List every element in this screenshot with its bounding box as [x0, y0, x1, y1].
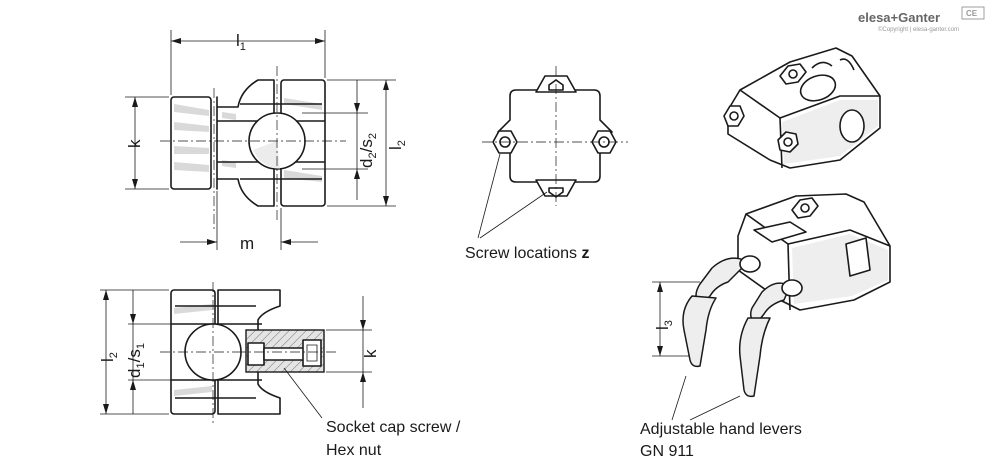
- brand-logo: elesa+Ganter ©Copyright | elesa-ganter.c…: [858, 6, 985, 33]
- dim-l1: l1: [236, 31, 246, 53]
- caption-screw-locations: Screw locations z: [465, 245, 590, 262]
- hand-lever-right: [738, 279, 803, 398]
- dim-l2-bottom: l2: [98, 352, 120, 362]
- caption-gn-911: GN 911: [640, 443, 694, 460]
- svg-text:elesa+Ganter: elesa+Ganter: [858, 10, 940, 25]
- top-view-screw-locations: [477, 66, 628, 239]
- svg-text:©Copyright | elesa-ganter.com: ©Copyright | elesa-ganter.com: [878, 26, 959, 33]
- caption-socket-cap-screw: Socket cap screw /: [326, 419, 461, 436]
- dim-k-top: k: [125, 139, 144, 148]
- caption-adjustable-hand-levers: Adjustable hand levers: [640, 421, 802, 438]
- isometric-clamp-lower: [737, 193, 891, 311]
- dim-l3: l3: [653, 320, 675, 330]
- dim-m: m: [240, 234, 254, 253]
- front-view-top: [125, 30, 396, 250]
- dim-k-bottom: k: [361, 349, 380, 358]
- dim-d2-s2: d2/s2: [357, 133, 379, 168]
- isometric-clamp-upper: [723, 47, 881, 169]
- front-view-bottom: [100, 282, 372, 424]
- dim-l2-top: l2: [386, 140, 408, 150]
- caption-hex-nut: Hex nut: [326, 442, 382, 459]
- dim-l3-lines: [652, 281, 741, 421]
- svg-text:CE: CE: [966, 9, 978, 18]
- dim-d1-s1: d1/s1: [125, 343, 147, 378]
- hand-lever-left: [682, 255, 761, 368]
